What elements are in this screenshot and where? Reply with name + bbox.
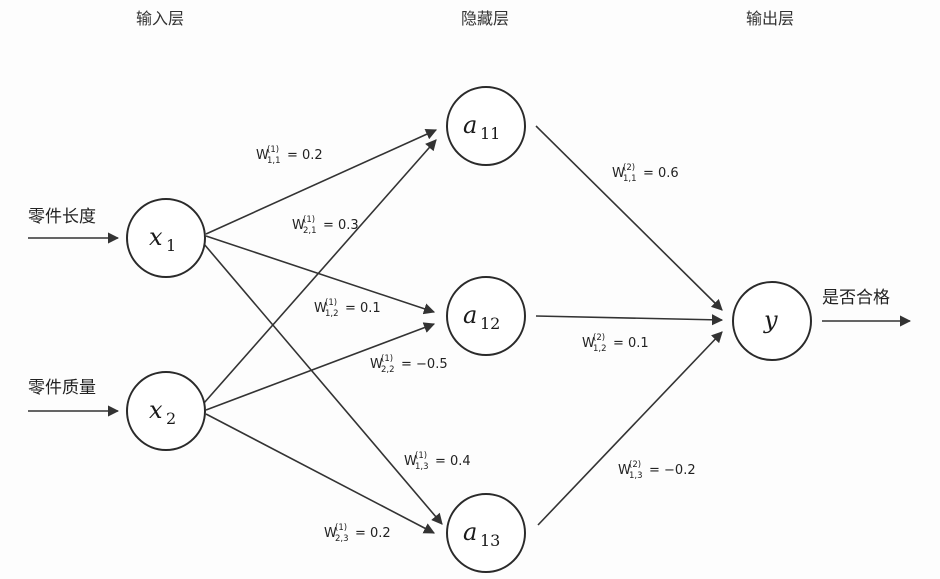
svg-text:= 0.3: = 0.3: [323, 218, 359, 233]
input-label-mass: 零件质量: [28, 378, 96, 398]
node-x1-subscript: 1: [166, 236, 176, 255]
input-label-length: 零件长度: [28, 207, 96, 227]
node-a13-subscript: 13: [480, 531, 500, 550]
node-a12-subscript: 12: [480, 314, 500, 333]
weight-w2-13: W (2) 1,3 = −0.2: [618, 460, 696, 481]
edge-a13-y: [537, 331, 723, 526]
edge-x1-a13: [203, 243, 443, 525]
output-label: 是否合格: [822, 288, 890, 308]
edge-x2-a13: [205, 413, 435, 534]
node-a13: a 13: [446, 493, 526, 573]
node-x2: x 2: [126, 371, 206, 451]
node-x1-symbol: x: [149, 223, 163, 251]
edge-x2-a11: [203, 139, 437, 404]
svg-text:(1): (1): [303, 215, 315, 225]
weight-w1-12: W (1) 1,2 = 0.1: [314, 298, 381, 319]
svg-text:W: W: [256, 148, 269, 163]
node-x1: x 1: [126, 198, 206, 278]
weight-w1-13: W (1) 1,3 = 0.4: [404, 451, 471, 472]
node-a13-symbol: a: [463, 518, 477, 546]
node-x2-symbol: x: [149, 396, 163, 424]
node-x2-subscript: 2: [166, 409, 176, 428]
node-y-symbol: y: [763, 306, 778, 334]
edge-a11-y: [535, 125, 723, 311]
weight-w1-23: W (1) 2,3 = 0.2: [324, 523, 391, 544]
svg-text:(2): (2): [629, 460, 641, 470]
node-a11-symbol: a: [463, 111, 477, 139]
svg-text:= 0.6: = 0.6: [643, 166, 679, 181]
node-a11: a 11: [446, 86, 526, 166]
svg-text:W: W: [314, 301, 327, 316]
svg-text:= −0.2: = −0.2: [649, 463, 696, 478]
svg-text:(2): (2): [593, 333, 605, 343]
svg-text:W: W: [324, 526, 337, 541]
svg-text:= 0.4: = 0.4: [435, 454, 471, 469]
svg-text:1,1: 1,1: [267, 156, 281, 166]
svg-text:= 0.2: = 0.2: [287, 148, 323, 163]
svg-text:(2): (2): [623, 163, 635, 173]
hidden-layer-title: 隐藏层: [461, 9, 509, 28]
weight-w2-12: W (2) 1,2 = 0.1: [582, 333, 649, 354]
svg-text:1,2: 1,2: [325, 309, 339, 319]
svg-text:2,2: 2,2: [381, 365, 395, 375]
weight-w1-22: W (1) 2,2 = −0.5: [370, 354, 448, 375]
edge-x1-a11: [205, 129, 438, 235]
svg-text:W: W: [292, 218, 305, 233]
svg-text:= 0.1: = 0.1: [613, 336, 649, 351]
svg-text:2,3: 2,3: [335, 534, 349, 544]
svg-text:= 0.1: = 0.1: [345, 301, 381, 316]
node-a11-subscript: 11: [480, 124, 500, 143]
svg-text:= 0.2: = 0.2: [355, 526, 391, 541]
svg-text:W: W: [618, 463, 631, 478]
weight-w1-21: W (1) 2,1 = 0.3: [292, 215, 359, 236]
svg-text:1,2: 1,2: [593, 344, 607, 354]
svg-text:(1): (1): [415, 451, 427, 461]
svg-text:W: W: [370, 357, 383, 372]
weight-w2-11: W (2) 1,1 = 0.6: [612, 163, 679, 184]
edge-x1-a12: [205, 235, 436, 315]
node-y: y: [732, 281, 812, 361]
output-layer-title: 输出层: [746, 9, 794, 28]
svg-text:1,1: 1,1: [623, 174, 637, 184]
svg-text:(1): (1): [381, 354, 393, 364]
svg-text:1,3: 1,3: [629, 471, 643, 481]
svg-text:W: W: [404, 454, 417, 469]
svg-text:(1): (1): [325, 298, 337, 308]
svg-text:= −0.5: = −0.5: [401, 357, 448, 372]
svg-text:1,3: 1,3: [415, 462, 429, 472]
weight-w1-11: W (1) 1,1 = 0.2: [256, 145, 323, 166]
svg-text:2,1: 2,1: [303, 226, 317, 236]
svg-text:(1): (1): [267, 145, 279, 155]
node-a12-symbol: a: [463, 301, 477, 329]
svg-text:(1): (1): [335, 523, 347, 533]
node-a12: a 12: [446, 276, 526, 356]
svg-text:W: W: [612, 166, 625, 181]
edge-a12-y: [535, 314, 724, 326]
input-layer-title: 输入层: [136, 9, 184, 28]
svg-text:W: W: [582, 336, 595, 351]
edge-x2-a12: [205, 322, 436, 411]
